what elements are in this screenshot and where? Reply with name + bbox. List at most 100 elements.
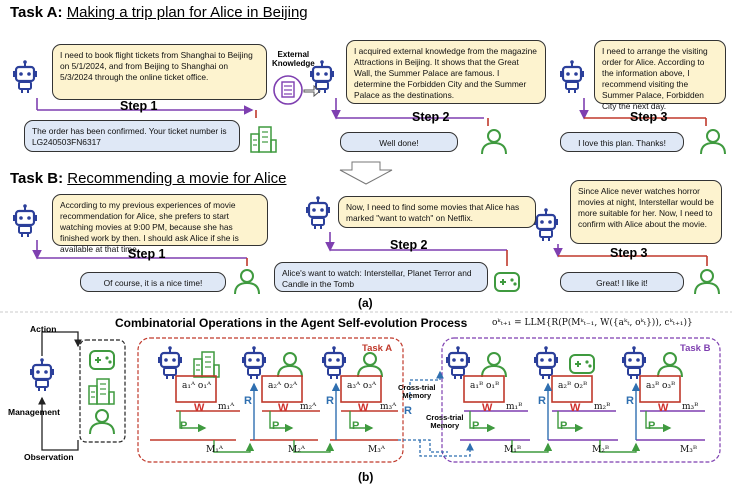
b-small-m-1: m₁ᴮ (506, 402, 523, 412)
gamepad-icon (89, 350, 115, 370)
task-b-step-1: Step 1 (128, 247, 166, 261)
a-action-2: a₂ᴬ o₂ᴬ (268, 381, 298, 391)
b-p-op-2: P (560, 420, 568, 432)
a-r-op-2: R (244, 395, 252, 407)
b-r-op-2: R (538, 395, 546, 407)
task-b-reply-1: Of course, it is a nice time! (80, 272, 226, 292)
human-icon (357, 352, 383, 378)
robot-icon (156, 345, 184, 381)
building-icon (250, 126, 277, 153)
human-icon (89, 409, 115, 435)
robot-icon (444, 345, 472, 381)
a-small-m-1: m₁ᴬ (218, 402, 235, 412)
robot-icon (240, 345, 268, 381)
database-icon (273, 75, 303, 105)
a-action-3: a₃ᴬ o₃ᴬ (347, 381, 377, 391)
a-w-op-3: W (358, 402, 369, 414)
robot-icon (620, 345, 648, 381)
task-a-label: Task A: (10, 4, 63, 21)
task-a-reply-1: The order has been confirmed. Your ticke… (24, 120, 240, 152)
action-label: Action (30, 324, 57, 334)
task-a-step-2: Step 2 (412, 110, 450, 124)
task-b-reply-2: Alice's want to watch: Interstellar, Pla… (274, 262, 488, 292)
cross-trial-memory-label-1: Cross-trial Memory (398, 383, 436, 401)
b-w-op-1: W (482, 402, 493, 414)
a-big-m-3: M₃ᴬ (368, 445, 385, 455)
robot-icon (11, 203, 39, 239)
human-icon (481, 129, 507, 155)
task-a-name: Making a trip plan for Alice in Beijing (66, 4, 308, 21)
task-b-bubble-2: Now, I need to find some movies that Ali… (338, 196, 536, 228)
task-b-step-2: Step 2 (390, 238, 428, 252)
cross-trial-memory-label-2: Cross-trial Memory (426, 413, 464, 431)
observation-label: Observation (24, 452, 74, 462)
a-small-m-3: m₃ᴬ (380, 402, 397, 412)
a-action-1: a₁ᴬ o₁ᴬ (182, 381, 212, 391)
task-a-title: Task A: Making a trip plan for Alice in … (10, 4, 308, 21)
gamepad-icon (569, 354, 595, 374)
human-icon (277, 352, 303, 378)
a-p-op-1: P (180, 420, 188, 432)
task-b-step-3: Step 3 (610, 246, 648, 260)
formula: oᵏₜ₊₁ = LLM{R(P(Mᵏₜ₋₁, W({aᵏₜ, oᵏₜ})), c… (492, 318, 693, 328)
task-a-reply-3: I love this plan. Thanks! (560, 132, 684, 152)
human-icon (657, 352, 683, 378)
b-r-op-3: R (626, 395, 634, 407)
external-knowledge-label: External Knowledge (272, 50, 315, 69)
task-a-reply-2: Well done! (340, 132, 458, 152)
task-a-bubble-1: I need to book flight tickets from Shang… (52, 44, 267, 100)
a-w-op-2: W (278, 402, 289, 414)
b-big-m-3: M₃ᴮ (680, 445, 697, 455)
task-b-label: Task B: (10, 170, 64, 187)
b-action-2: a₂ᴮ o₂ᴮ (558, 381, 588, 391)
b-big-m-1: M₁ᴮ (504, 445, 521, 455)
b-small-m-3: m₃ᴮ (682, 402, 699, 412)
b-big-m-2: M₂ᴮ (592, 445, 609, 455)
task-b-bubble-1: According to my previous experiences of … (52, 194, 268, 254)
task-b-bubble-3: Since Alice never watches horror movies … (570, 180, 722, 244)
task-a-bubble-3: I need to arrange the visiting order for… (594, 40, 726, 111)
part-b-title: Combinatorial Operations in the Agent Se… (115, 316, 468, 330)
human-icon (234, 269, 260, 295)
b-w-op-3: W (658, 402, 669, 414)
task-a-box-label: Task A (362, 343, 393, 354)
b-small-m-2: m₂ᴮ (594, 402, 611, 412)
a-big-m-2: M₂ᴬ (288, 445, 305, 455)
task-a-step-1: Step 1 (120, 99, 158, 113)
task-a-step-3: Step 3 (630, 110, 668, 124)
a-p-op-3: P (352, 420, 360, 432)
human-icon (700, 129, 726, 155)
human-icon (481, 352, 507, 378)
a-w-op-1: W (194, 402, 205, 414)
caption-b: (b) (358, 470, 374, 484)
robot-icon (304, 195, 332, 231)
robot-icon (532, 207, 560, 243)
robot-icon (558, 59, 586, 95)
robot-icon (320, 345, 348, 381)
a-p-op-2: P (272, 420, 280, 432)
task-b-name: Recommending a movie for Alice (67, 170, 287, 187)
building-icon (88, 378, 115, 405)
a-small-m-2: m₂ᴬ (300, 402, 317, 412)
task-b-reply-3: Great! I like it! (560, 272, 684, 292)
a-r-op-3: R (326, 395, 334, 407)
building-icon (193, 351, 220, 378)
robot-icon (11, 59, 39, 95)
b-action-3: a₃ᴮ o₃ᴮ (646, 381, 676, 391)
task-b-box-label: Task B (680, 343, 711, 354)
task-a-bubble-2: I acquired external knowledge from the m… (346, 40, 546, 104)
caption-a: (a) (358, 296, 373, 310)
gamepad-icon (494, 272, 520, 292)
robot-icon (532, 345, 560, 381)
b-p-op-3: P (648, 420, 656, 432)
task-b-title: Task B: Recommending a movie for Alice (10, 170, 287, 187)
a-big-m-1: M₁ᴬ (206, 445, 223, 455)
management-label: Management (8, 407, 60, 417)
b-p-op-1: P (472, 420, 480, 432)
b-action-1: a₁ᴮ o₁ᴮ (470, 381, 500, 391)
cross-trial-r-op: R (404, 405, 412, 417)
b-w-op-2: W (570, 402, 581, 414)
human-icon (694, 269, 720, 295)
robot-icon (28, 357, 56, 393)
